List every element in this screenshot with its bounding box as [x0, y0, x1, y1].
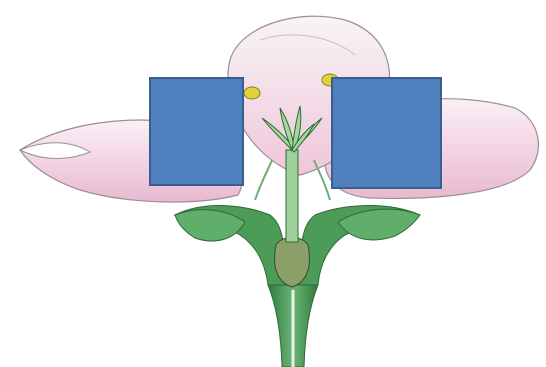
style: [286, 150, 298, 242]
right-label-box: [332, 78, 441, 188]
left-anther: [244, 87, 260, 99]
left-label-box: [150, 78, 243, 185]
